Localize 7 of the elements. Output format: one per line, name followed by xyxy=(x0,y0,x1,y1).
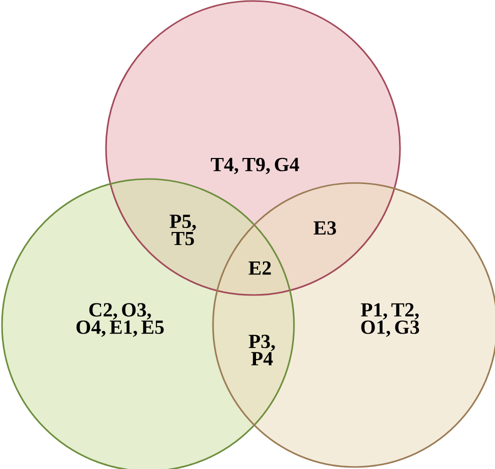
region-label: E2 xyxy=(248,261,271,275)
region-label: T4, T9, G4 xyxy=(210,158,300,174)
region-label: E3 xyxy=(314,221,336,235)
region-label: P5, T5 xyxy=(170,214,196,246)
region-label: P1, T2, O1, G3 xyxy=(360,303,420,337)
region-label: C2, O3, O4, E1, E5 xyxy=(76,303,164,337)
region-label: P3, P4 xyxy=(248,334,275,366)
